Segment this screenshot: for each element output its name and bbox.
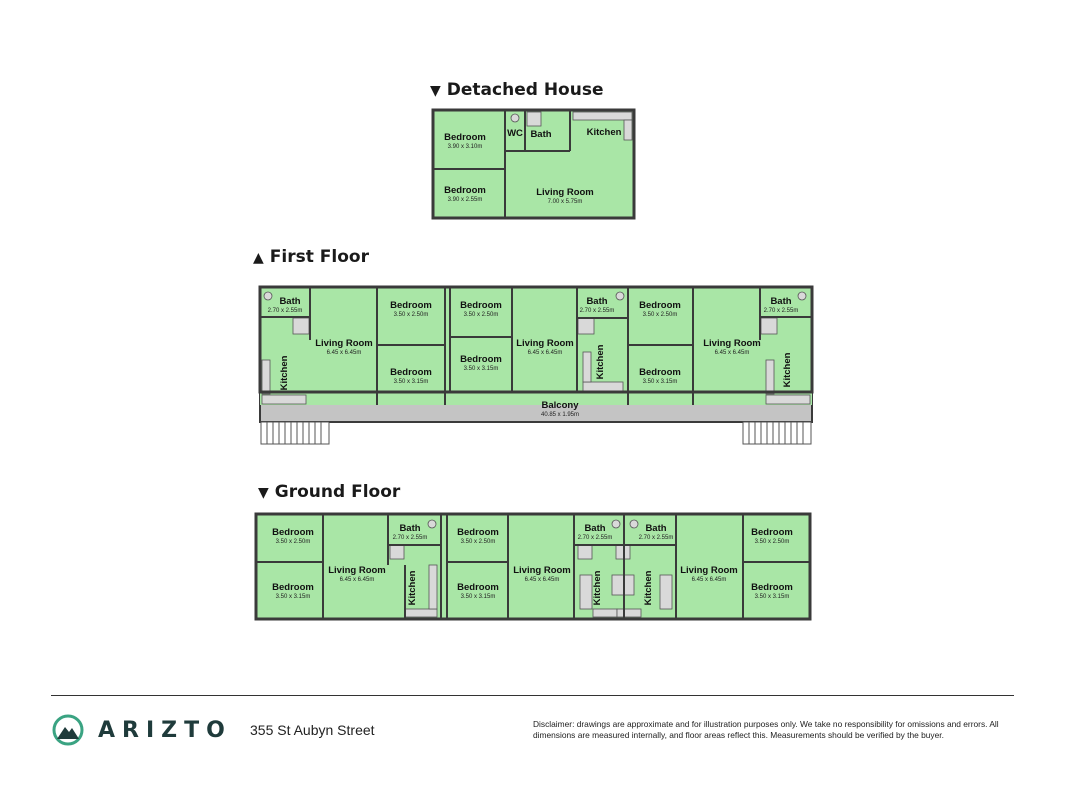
disclaimer-text: Disclaimer: drawings are approximate and… — [533, 719, 999, 740]
room-label: Kitchen — [407, 570, 418, 605]
room-label: Kitchen — [643, 570, 654, 605]
room-dimension: 6.45 x 6.45m — [528, 350, 563, 356]
kitchen-bench-icon — [623, 119, 633, 141]
room-label: Bedroom — [390, 367, 432, 378]
first-floor-apartments — [260, 287, 812, 405]
room-dimension: 3.50 x 2.50m — [394, 312, 429, 318]
room-label: Bedroom — [272, 527, 314, 538]
room-label: Living Room — [513, 565, 571, 576]
triangle-down-icon: ▼ — [258, 485, 269, 501]
room-label: Bedroom — [272, 582, 314, 593]
room-dimension: 3.90 x 3.10m — [448, 144, 483, 150]
room-label: Living Room — [315, 338, 373, 349]
room-dimension: 2.70 x 2.55m — [393, 535, 428, 541]
room-label: Bath — [770, 296, 791, 307]
ground-floor-title: ▼Ground Floor — [258, 482, 401, 502]
room-label: Kitchen — [782, 352, 793, 387]
room-label: Living Room — [516, 338, 574, 349]
room-label: Bedroom — [460, 354, 502, 365]
room-label: Bedroom — [444, 132, 486, 143]
room-dimension: 6.45 x 6.45m — [327, 350, 362, 356]
floor-plans: Bedroom 3.90 x 3.10m Bedroom 3.90 x 2.55… — [254, 108, 814, 621]
room-dimension: 3.50 x 2.50m — [755, 539, 790, 545]
room-label: Bath — [645, 523, 666, 534]
room-dimension: 3.50 x 3.15m — [464, 366, 499, 372]
first-floor-outer-walls — [258, 285, 814, 394]
room-dimension: 6.45 x 6.45m — [525, 577, 560, 583]
triangle-down-icon: ▼ — [430, 83, 441, 99]
ground-floor-outer-walls — [254, 512, 812, 621]
room-label: Balcony — [542, 400, 580, 411]
footer-divider — [51, 695, 1014, 696]
room-dimension: 2.70 x 2.55m — [268, 308, 303, 314]
room-label: Bath — [586, 296, 607, 307]
room-dimension: 6.45 x 6.45m — [715, 350, 750, 356]
brand-name: ARIZTO — [98, 718, 232, 743]
room-label: WC — [507, 128, 523, 139]
stairs-left — [260, 421, 330, 445]
room-dimension: 2.70 x 2.55m — [580, 308, 615, 314]
toilet-icon — [510, 113, 520, 123]
room-dimension: 3.50 x 2.50m — [464, 312, 499, 318]
room-label: Bath — [584, 523, 605, 534]
room-label: Bedroom — [460, 300, 502, 311]
ground-floor-interior-walls — [256, 514, 810, 619]
stairs-right — [742, 421, 812, 445]
room-label: Kitchen — [595, 344, 606, 379]
first-floor-interior-walls — [260, 287, 812, 405]
first-floor-title: ▲First Floor — [253, 247, 369, 267]
room-dimension: 6.45 x 6.45m — [340, 577, 375, 583]
room-label: Bedroom — [751, 527, 793, 538]
room-label: Living Room — [536, 187, 594, 198]
room-dimension: 3.50 x 3.15m — [755, 594, 790, 600]
room-dimension: 3.50 x 3.15m — [276, 594, 311, 600]
room-dimension: 3.50 x 2.50m — [276, 539, 311, 545]
room-dimension: 3.50 x 3.15m — [461, 594, 496, 600]
toilet-icon — [263, 291, 807, 301]
room-dimension: 40.85 x 1.95m — [541, 412, 579, 418]
detached-interior-walls — [433, 110, 571, 218]
room-label: Bath — [530, 129, 551, 140]
room-label: Kitchen — [587, 127, 622, 138]
room-label: Bath — [279, 296, 300, 307]
room-dimension: 3.50 x 2.50m — [643, 312, 678, 318]
property-address: 355 St Aubyn Street — [250, 722, 375, 738]
shower-icon — [526, 111, 542, 127]
kitchen-bench-icon — [572, 111, 633, 121]
room-dimension: 2.70 x 2.55m — [578, 535, 613, 541]
room-label: Bedroom — [639, 367, 681, 378]
ground-floor-plan: Bedroom 3.50 x 2.50m Bedroom 3.50 x 3.15… — [254, 512, 812, 621]
room-dimension: 2.70 x 2.55m — [639, 535, 674, 541]
room-label: Bedroom — [444, 185, 486, 196]
detached-outer-walls — [431, 108, 636, 220]
room-label: Bath — [399, 523, 420, 534]
triangle-up-icon: ▲ — [253, 250, 264, 266]
detached-house-plan: Bedroom 3.90 x 3.10m Bedroom 3.90 x 2.55… — [431, 108, 636, 220]
room-label: Bedroom — [639, 300, 681, 311]
detached-house-title: ▼Detached House — [430, 80, 604, 100]
arizto-logo-icon — [52, 714, 84, 746]
room-label: Bedroom — [457, 527, 499, 538]
first-floor-plan: Bath 2.70 x 2.55m Living Room 6.45 x 6.4… — [258, 285, 814, 445]
room-dimension: 2.70 x 2.55m — [764, 308, 799, 314]
room-label: Living Room — [328, 565, 386, 576]
room-dimension: 7.00 x 5.75m — [548, 199, 583, 205]
room-dimension: 3.50 x 3.15m — [643, 379, 678, 385]
detached-floor — [433, 110, 634, 218]
room-label: Bedroom — [751, 582, 793, 593]
room-dimension: 3.90 x 2.55m — [448, 197, 483, 203]
room-dimension: 6.45 x 6.45m — [692, 577, 727, 583]
room-label: Living Room — [680, 565, 738, 576]
room-label: Bedroom — [457, 582, 499, 593]
room-label: Living Room — [703, 338, 761, 349]
room-dimension: 3.50 x 2.50m — [461, 539, 496, 545]
ground-floor-apartments — [256, 514, 810, 619]
room-label: Bedroom — [390, 300, 432, 311]
room-label: Kitchen — [279, 355, 290, 390]
room-label: Kitchen — [592, 570, 603, 605]
toilet-icon — [427, 519, 639, 529]
room-dimension: 3.50 x 3.15m — [394, 379, 429, 385]
